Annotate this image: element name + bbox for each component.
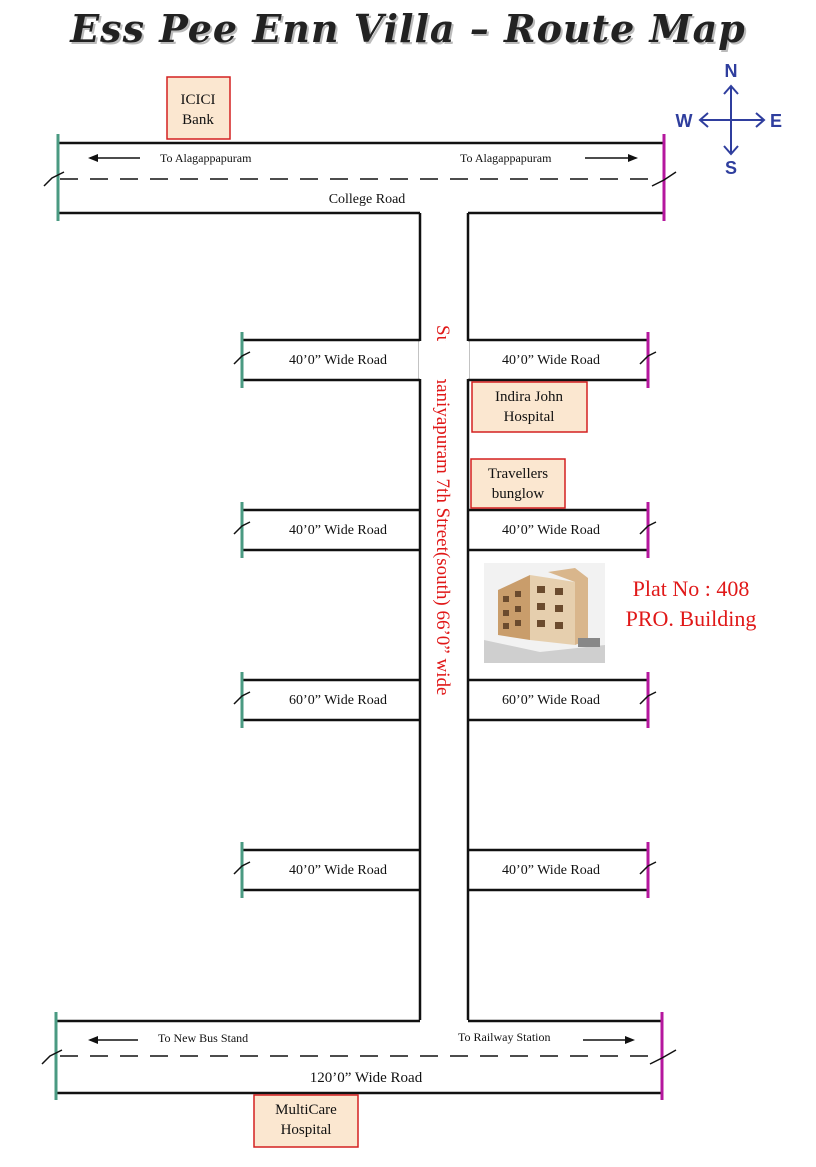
bottom-road-label: 120’0” Wide Road <box>310 1070 423 1086</box>
icici-line1: ICICI <box>181 92 216 108</box>
map-title: Ess Pee Enn Villa – Route Map <box>70 6 746 51</box>
cross-road-2-right: 40’0” Wide Road <box>502 523 600 538</box>
cross-road-4: 40’0” Wide Road 40’0” Wide Road <box>233 842 657 898</box>
cross-road-2-left: 40’0” Wide Road <box>289 523 387 538</box>
icici-bank-landmark: ICICI Bank <box>166 76 231 140</box>
travellers-bunglow-landmark: Travellers bunglow <box>470 458 566 509</box>
compass-west: W <box>676 111 693 131</box>
indira-line1: Indira John <box>495 389 563 405</box>
cross-road-1-left: 40’0” Wide Road <box>289 353 387 368</box>
building-image <box>484 563 605 663</box>
compass-north: N <box>725 61 738 81</box>
college-road-left-direction: To Alagappapuram <box>160 151 252 165</box>
arrow-left-icon <box>88 1036 138 1044</box>
travellers-line2: bunglow <box>492 486 545 502</box>
arrow-left-icon <box>88 154 140 162</box>
cross-road-1: 40’0” Wide Road 40’0” Wide Road <box>233 332 657 388</box>
college-road-label: College Road <box>329 192 406 207</box>
cross-road-4-right: 40’0” Wide Road <box>502 863 600 878</box>
plot-building-label: PRO. Building <box>626 606 757 631</box>
cross-road-4-left: 40’0” Wide Road <box>289 863 387 878</box>
arrow-right-icon <box>585 154 638 162</box>
bottom-road-left-direction: To New Bus Stand <box>158 1031 248 1045</box>
arrow-right-icon <box>583 1036 635 1044</box>
compass-east: E <box>770 111 782 131</box>
bottom-road-right-direction: To Railway Station <box>458 1030 550 1044</box>
indira-john-hospital-landmark: Indira John Hospital <box>471 381 588 433</box>
cross-road-3: 60’0” Wide Road 60’0” Wide Road <box>233 672 657 728</box>
main-street-label: Subramaniyapuram 7th Street(south) 66’0”… <box>432 325 453 695</box>
college-road: To Alagappapuram To Alagappapuram Colleg… <box>43 134 677 221</box>
indira-line2: Hospital <box>504 409 555 425</box>
icici-line2: Bank <box>182 112 214 128</box>
compass-south: S <box>725 158 737 178</box>
travellers-line1: Travellers <box>488 466 548 482</box>
college-road-right-direction: To Alagappapuram <box>460 151 552 165</box>
cross-road-2: 40’0” Wide Road 40’0” Wide Road <box>233 502 657 558</box>
plot-number-label: Plat No : 408 <box>633 576 750 601</box>
compass-icon: N S E W <box>676 61 783 178</box>
bottom-road: To New Bus Stand To Railway Station 120’… <box>41 1012 677 1100</box>
main-street: Subramaniyapuram 7th Street(south) 66’0”… <box>418 213 470 1020</box>
multicare-hospital-landmark: MultiCare Hospital <box>253 1094 359 1148</box>
multicare-line1: MultiCare <box>275 1102 337 1118</box>
cross-road-1-right: 40’0” Wide Road <box>502 353 600 368</box>
cross-road-3-right: 60’0” Wide Road <box>502 693 600 708</box>
cross-road-3-left: 60’0” Wide Road <box>289 693 387 708</box>
multicare-line2: Hospital <box>281 1122 332 1138</box>
